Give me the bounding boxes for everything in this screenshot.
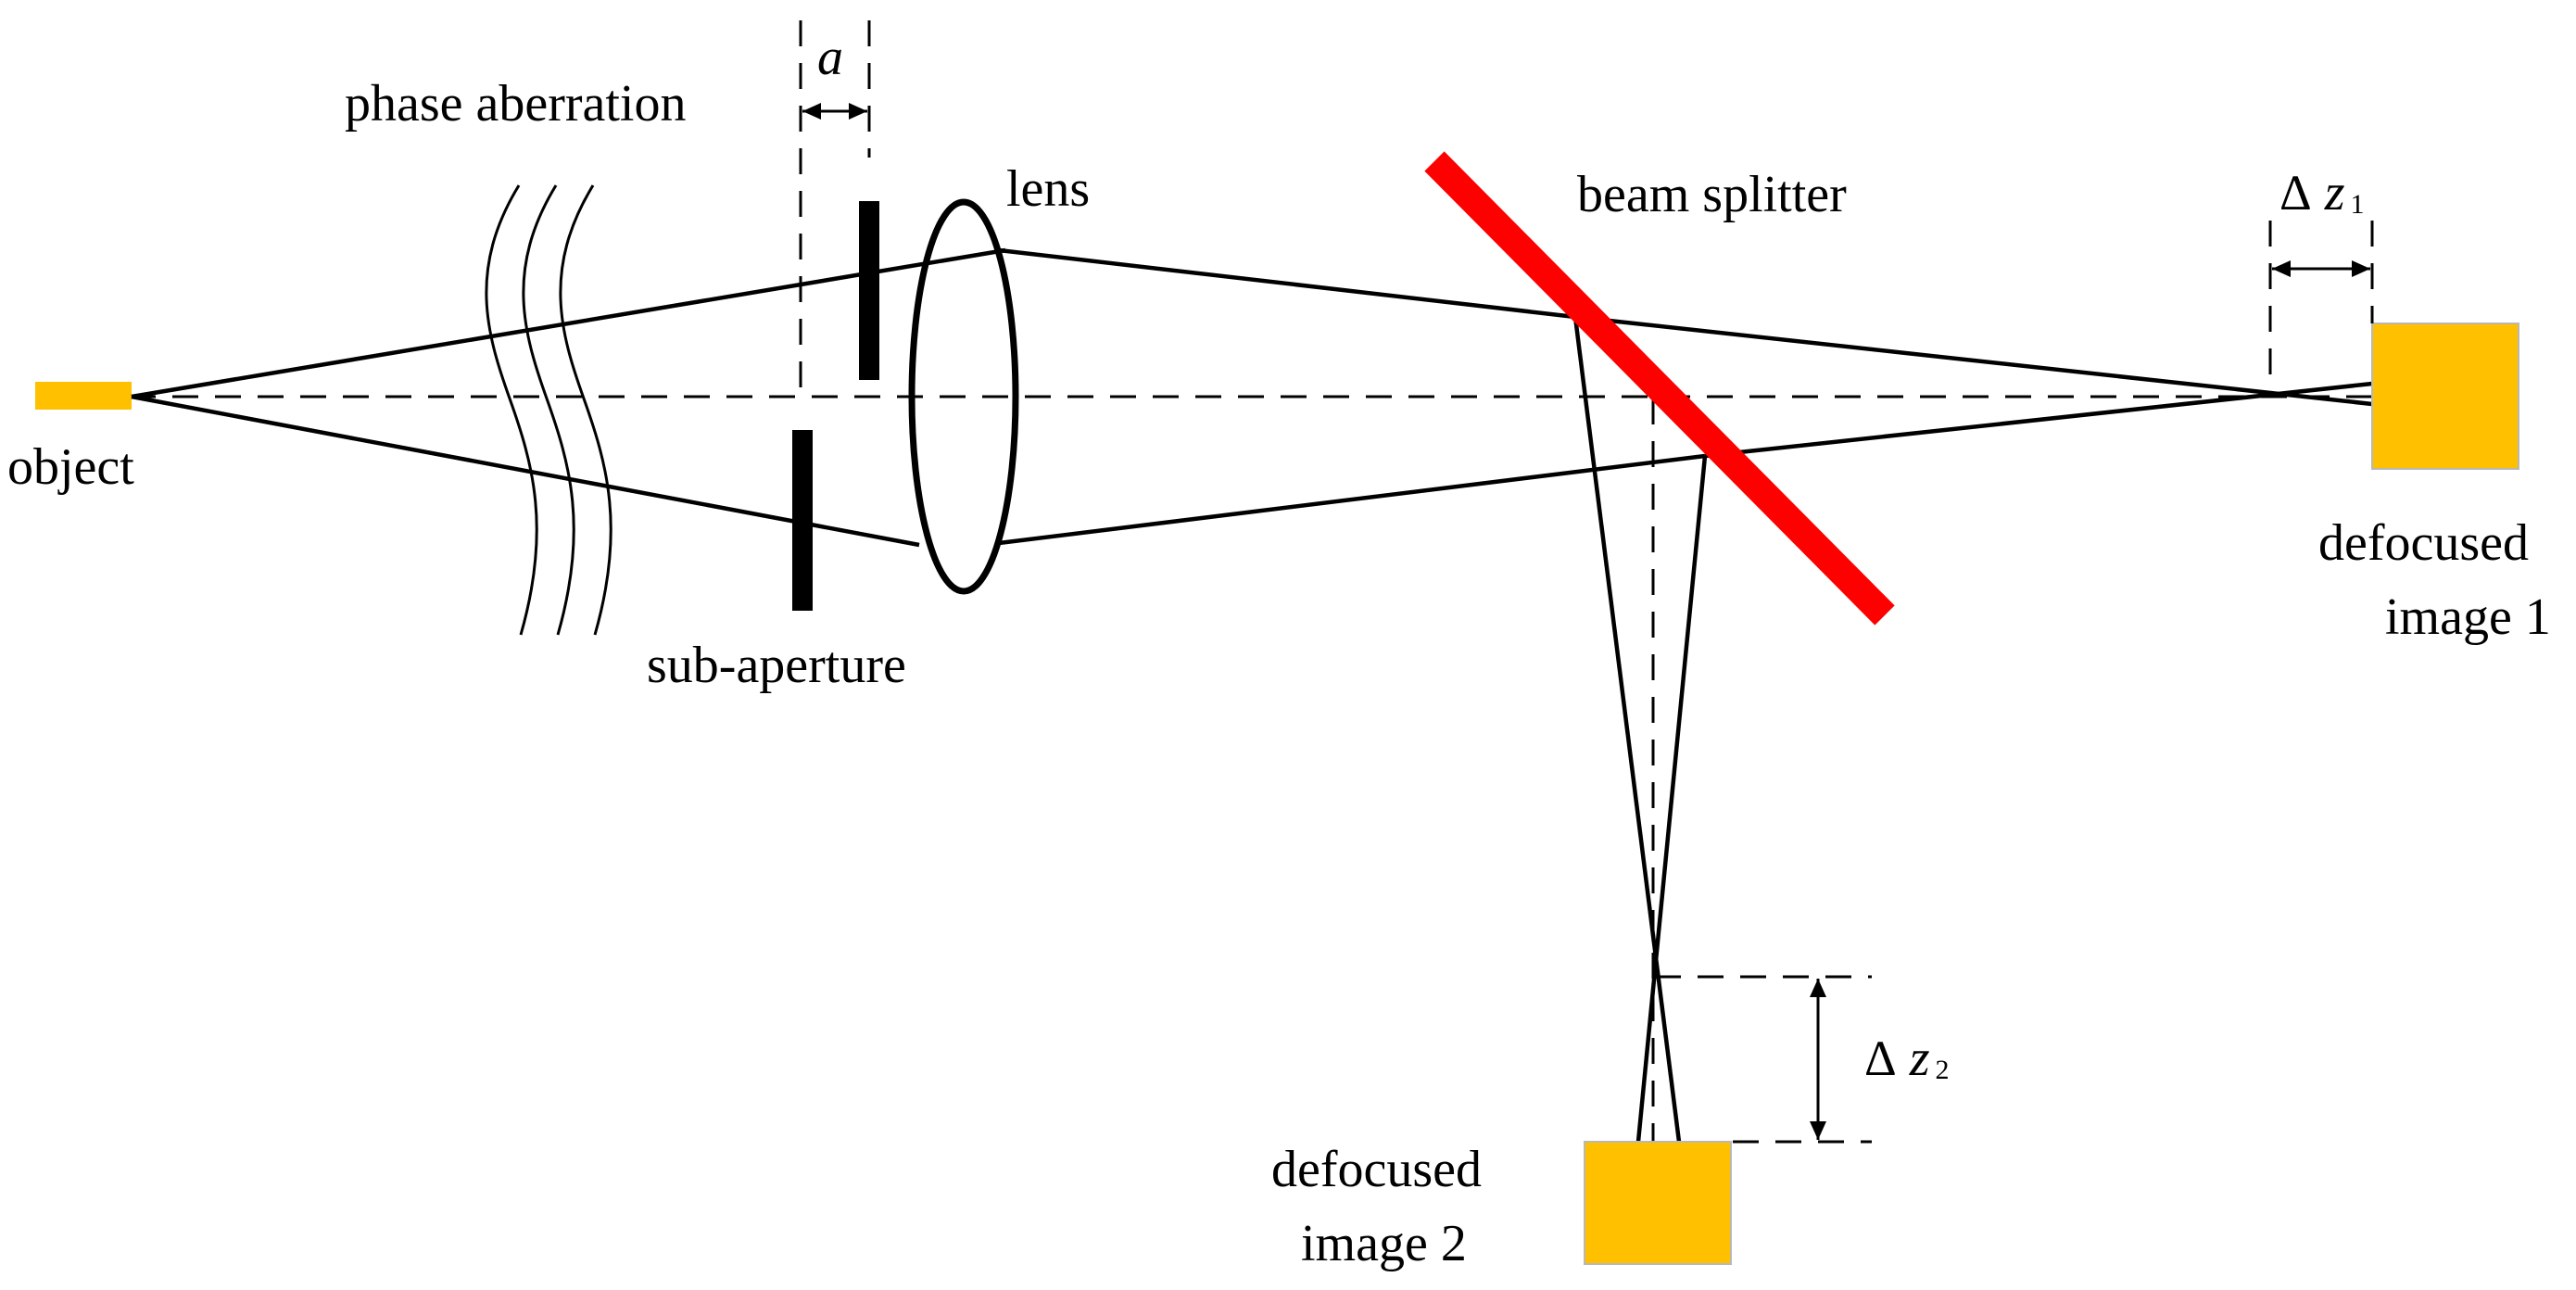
defocused-image-2 [1584, 1141, 1732, 1265]
phase-aberration-wave-2 [522, 184, 575, 636]
label-delta-z1-symbol: Δ [2279, 165, 2312, 221]
label-lens: lens [1006, 160, 1090, 218]
dimension-dz2-arrow-top [1810, 979, 1826, 997]
label-delta-z1: Δ z 1 [2279, 164, 2365, 221]
dimension-dz2-arrow-bottom [1810, 1121, 1826, 1140]
label-phase-aberration: phase aberration [345, 75, 686, 133]
label-delta-z2-symbol: Δ [1864, 1031, 1897, 1086]
sub-aperture-upper-plate [859, 201, 879, 380]
object-source [35, 382, 132, 410]
label-defocused-image-1-line2: image 1 [2385, 588, 2551, 646]
label-beam-splitter: beam splitter [1577, 166, 1847, 223]
ray-object-lower [131, 394, 920, 548]
defocused-image-1 [2371, 322, 2519, 470]
label-defocused-image-2-line1: defocused [1271, 1141, 1482, 1198]
beam-splitter [1424, 151, 1895, 626]
label-sub-aperture: sub-aperture [647, 637, 906, 694]
lens [908, 198, 1019, 595]
phase-aberration-wave-1 [485, 184, 538, 636]
label-defocused-image-1-line1: defocused [2318, 514, 2529, 572]
ray-lens-upper [998, 247, 1576, 320]
label-defocused-image-2-line2: image 2 [1301, 1215, 1467, 1272]
sub-aperture-lower-plate [792, 430, 813, 611]
ray-lens-lower [998, 453, 1706, 546]
ray-reflected-lower [1635, 455, 1708, 1143]
label-object: object [7, 438, 134, 496]
label-delta-z2-sub: 2 [1936, 1055, 1950, 1085]
label-delta-z1-var: z [2324, 164, 2345, 221]
ray-to-image1-upper [1574, 314, 2373, 407]
dimension-a-arrow-left [802, 103, 821, 120]
label-delta-z2: Δ z 2 [1864, 1030, 1950, 1087]
label-delta-z2-var: z [1909, 1030, 1930, 1087]
dimension-dz1-arrow-left [2272, 260, 2291, 277]
label-a: a [817, 29, 843, 86]
ray-to-image1-lower [1704, 381, 2373, 459]
label-delta-z1-sub: 1 [2351, 189, 2365, 220]
ray-reflected-upper [1572, 316, 1682, 1143]
dimension-dz1-arrow-right [2352, 260, 2370, 277]
phase-aberration-wave-3 [559, 184, 612, 636]
dimension-a-arrow-right [849, 103, 867, 120]
